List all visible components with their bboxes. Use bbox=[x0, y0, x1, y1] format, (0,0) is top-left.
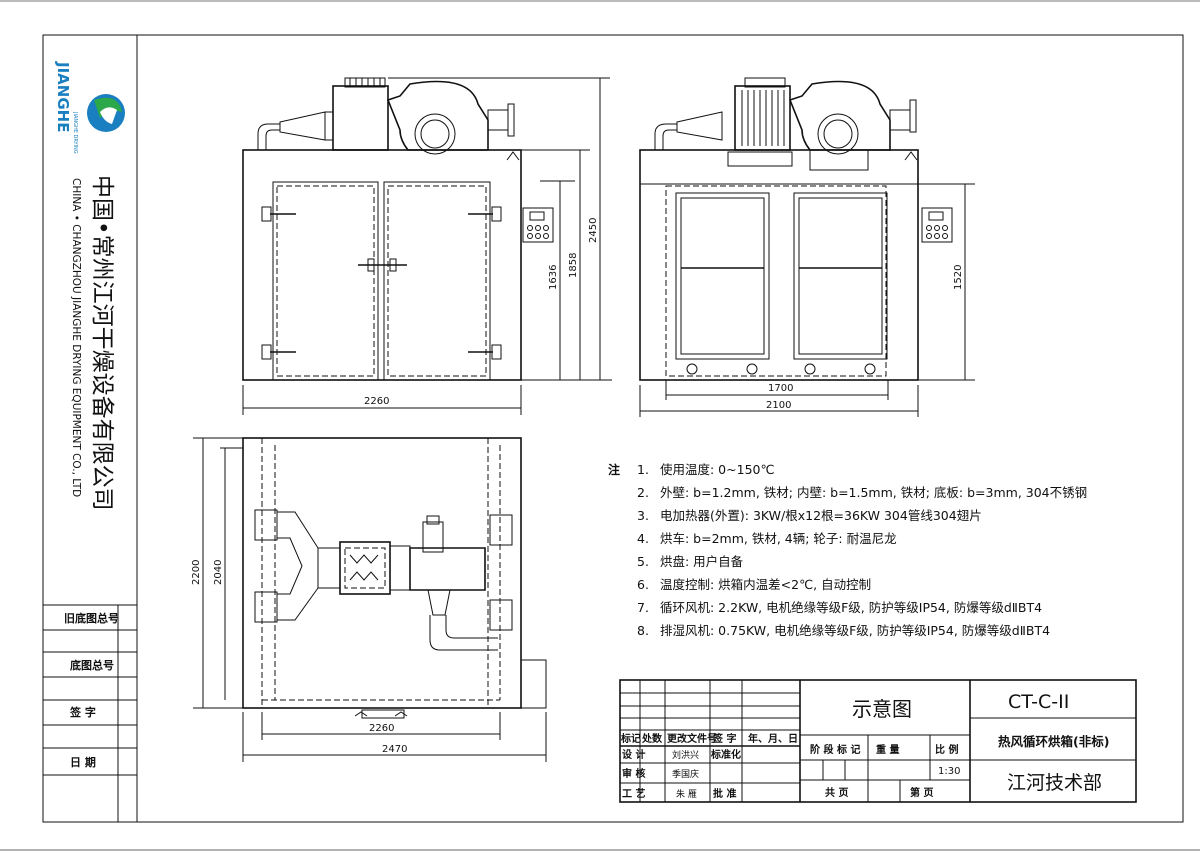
standard-label: 标准化 bbox=[710, 748, 741, 761]
design-name: 刘洪兴 bbox=[672, 749, 699, 761]
rev-header-mark: 标记 bbox=[620, 732, 641, 745]
scale-label: 比 例 bbox=[935, 743, 958, 756]
dim-front-width: 2260 bbox=[364, 396, 389, 407]
plan-view: 2260 2470 2200 2040 bbox=[191, 437, 547, 762]
note-8-num: 8. bbox=[637, 623, 649, 638]
dim-side-height: 1520 bbox=[953, 265, 964, 290]
technical-notes: 注 1. 使用温度: 0~150℃ 2. 外壁: b=1.2mm, 铁材; 内壁… bbox=[608, 462, 1087, 638]
note-3-num: 3. bbox=[637, 508, 649, 523]
dim-side-width-inner: 1700 bbox=[768, 383, 793, 394]
logo-brand-text: JIANGHE bbox=[54, 61, 72, 132]
note-2-num: 2. bbox=[637, 485, 649, 500]
note-5-num: 5. bbox=[637, 554, 649, 569]
logo-sub-text: JIANGHE DRYING bbox=[72, 111, 78, 154]
total-pages-label: 共 页 bbox=[825, 786, 848, 799]
front-view: 2260 1636 1858 2450 bbox=[242, 77, 612, 415]
dim-front-height-2: 1858 bbox=[568, 253, 579, 278]
rev-header-count: 处数 bbox=[641, 732, 663, 745]
dim-plan-width-inner: 2260 bbox=[369, 723, 394, 734]
process-label: 工 艺 bbox=[622, 787, 645, 800]
dim-side-width: 2100 bbox=[766, 400, 791, 411]
sheet-no-label: 第 页 bbox=[910, 786, 933, 799]
label-base-drawing-no: 底图总号 bbox=[70, 658, 114, 672]
note-1-text: 使用温度: 0~150℃ bbox=[660, 462, 775, 477]
dim-plan-depth-2: 2040 bbox=[213, 560, 224, 585]
note-7-text: 循环风机: 2.2KW, 电机绝缘等级F级, 防护等级IP54, 防爆等级dⅡB… bbox=[660, 600, 1042, 615]
note-3-text: 电加热器(外置): 3KW/根x12根=36KW 304管线304翅片 bbox=[660, 508, 982, 523]
note-4-num: 4. bbox=[637, 531, 649, 546]
dim-plan-depth-1: 2200 bbox=[191, 560, 202, 585]
review-name: 季国庆 bbox=[672, 768, 699, 780]
drawing-title: 示意图 bbox=[852, 697, 912, 721]
note-6-num: 6. bbox=[637, 577, 649, 592]
side-signature-table: 旧底图总号 底图总号 签 字 日 期 bbox=[43, 604, 137, 822]
note-7-num: 7. bbox=[637, 600, 649, 615]
rev-header-doc-no: 更改文件号 bbox=[667, 732, 717, 745]
note-1-num: 1. bbox=[637, 462, 649, 477]
company-logo: JIANGHE JIANGHE DRYING bbox=[54, 61, 125, 154]
note-6-text: 温度控制: 烘箱内温差<2℃, 自动控制 bbox=[660, 577, 871, 592]
note-4-text: 烘车: b=2mm, 铁材, 4辆; 轮子: 耐温尼龙 bbox=[660, 531, 897, 546]
dim-front-height-1: 1636 bbox=[548, 265, 559, 290]
drawing-code: CT-C-II bbox=[1008, 691, 1069, 713]
department: 江河技术部 bbox=[1007, 772, 1102, 794]
note-2-text: 外壁: b=1.2mm, 铁材; 内壁: b=1.5mm, 铁材; 底板: b=… bbox=[660, 485, 1087, 500]
weight-label: 重 量 bbox=[876, 743, 899, 756]
design-label: 设 计 bbox=[622, 748, 645, 761]
rev-header-sign: 签 字 bbox=[712, 732, 736, 745]
product-name: 热风循环烘箱(非标) bbox=[998, 734, 1109, 749]
review-label: 审 核 bbox=[622, 767, 645, 780]
rev-header-date: 年、月、日 bbox=[748, 732, 798, 745]
label-date: 日 期 bbox=[70, 755, 96, 769]
outer-border bbox=[42, 34, 1184, 823]
label-old-base-drawing-no: 旧底图总号 bbox=[64, 611, 119, 625]
note-8-text: 排湿风机: 0.75KW, 电机绝缘等级F级, 防护等级IP54, 防爆等级dⅡ… bbox=[660, 623, 1050, 638]
process-name: 朱 雁 bbox=[676, 788, 697, 800]
stage-label: 阶 段 标 记 bbox=[810, 743, 860, 756]
notes-prefix: 注 bbox=[608, 462, 620, 477]
title-block: 标记 处数 更改文件号 签 字 年、月、日 设 计 刘洪兴 标准化 审 核 季国… bbox=[619, 679, 1137, 803]
company-name-cn: 中国•常州江河干燥设备有限公司 bbox=[89, 175, 115, 511]
approve-label: 批 准 bbox=[713, 787, 736, 800]
label-signature: 签 字 bbox=[69, 705, 96, 719]
note-5-text: 烘盘: 用户自备 bbox=[660, 554, 744, 569]
side-view: 1700 2100 1520 bbox=[639, 77, 975, 417]
scale-value: 1:30 bbox=[938, 766, 960, 777]
company-name-en: CHINA • CHANGZHOU JIANGHE DRYING EQUIPME… bbox=[70, 178, 82, 497]
dim-front-height-3: 2450 bbox=[588, 218, 599, 243]
dim-plan-width: 2470 bbox=[382, 744, 407, 755]
